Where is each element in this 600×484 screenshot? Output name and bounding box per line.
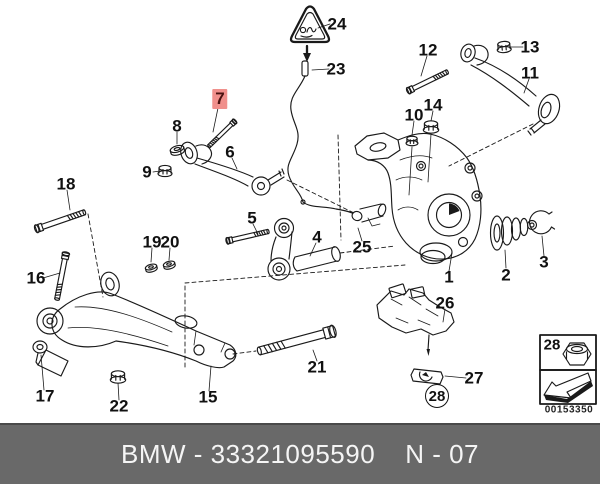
callout-20[interactable]: 20 <box>160 232 180 252</box>
callout-6[interactable]: 6 <box>225 142 235 162</box>
callout-1[interactable]: 1 <box>444 267 454 287</box>
part-15-trailing-arm <box>36 271 237 369</box>
callout-5[interactable]: 5 <box>247 208 257 228</box>
callout-17[interactable]: 17 <box>35 386 55 406</box>
callout-4[interactable]: 4 <box>312 227 322 247</box>
callout-25[interactable]: 25 <box>352 237 372 257</box>
callout-19[interactable]: 19 <box>142 232 162 252</box>
callout-8[interactable]: 8 <box>172 116 182 136</box>
callout-10[interactable]: 10 <box>404 105 424 125</box>
part-2-boot <box>489 215 538 251</box>
part-25-sensor <box>351 203 387 227</box>
legend-box <box>539 334 597 405</box>
part-23-sensor-cable <box>287 60 353 214</box>
part-11-control-arm <box>460 43 561 136</box>
callout-22[interactable]: 22 <box>109 396 129 416</box>
assembly-dashed-lines <box>87 123 534 368</box>
diagram-code: 00153350 <box>544 404 594 416</box>
hex-nut-icon <box>562 342 592 366</box>
direction-arrow-icon <box>543 372 593 403</box>
callout-16[interactable]: 16 <box>26 268 46 288</box>
callout-21[interactable]: 21 <box>307 357 327 377</box>
callout-leader-lines <box>40 23 545 401</box>
legend-part-number: 28 <box>543 336 561 354</box>
callout-9[interactable]: 9 <box>142 162 152 182</box>
part-4-link <box>267 217 341 281</box>
callout-15[interactable]: 15 <box>198 387 218 407</box>
callout-23[interactable]: 23 <box>326 59 346 79</box>
callout-28[interactable]: 28 <box>425 384 449 408</box>
page-code-text: N - 07 <box>405 439 480 469</box>
callout-14[interactable]: 14 <box>423 95 443 115</box>
part-3-snap-ring <box>528 210 556 235</box>
footer-bar: BMW - 33321095590 N - 07 <box>0 423 600 484</box>
part-17-bracket <box>32 340 69 377</box>
callout-11[interactable]: 11 <box>521 63 539 83</box>
callout-7[interactable]: 7 <box>212 89 228 109</box>
warning-triangle-icon <box>289 5 331 62</box>
callout-18[interactable]: 18 <box>56 174 76 194</box>
callout-27[interactable]: 27 <box>464 368 484 388</box>
callout-26[interactable]: 26 <box>435 293 455 313</box>
part-6-control-arm <box>180 141 285 196</box>
callout-13[interactable]: 13 <box>520 37 540 57</box>
callout-2[interactable]: 2 <box>501 265 511 285</box>
callout-12[interactable]: 12 <box>418 40 438 60</box>
callout-3[interactable]: 3 <box>539 252 549 272</box>
diagram-artwork <box>32 5 597 405</box>
part-number-text: BMW - 33321095590 <box>120 439 376 469</box>
part-1-wheel-carrier <box>354 132 483 265</box>
part-26-harness-bracket <box>376 283 455 356</box>
callout-24[interactable]: 24 <box>327 14 347 34</box>
